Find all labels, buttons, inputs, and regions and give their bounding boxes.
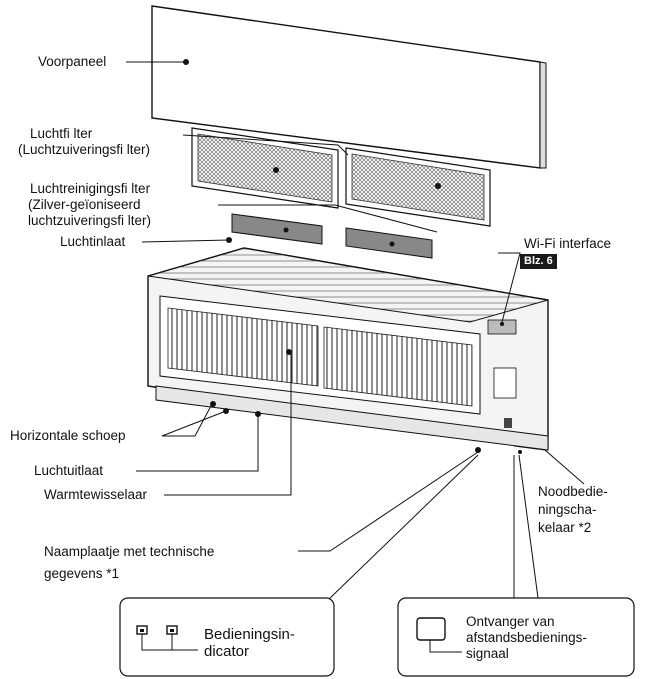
indoor-unit (147, 237, 549, 454)
label-air-filter: Luchtfi lter (30, 126, 93, 141)
label-air-inlet: Luchtinlaat (60, 234, 126, 249)
leader-lines (126, 61, 585, 601)
wifi-page-badge: Blz. 6 (520, 254, 557, 269)
label-cleaning-filter: Luchtreinigingsfi lter (30, 181, 151, 196)
label-cleaning-filter-sub2: luchtzuiveringsfi lter) (28, 213, 152, 228)
front-panel (151, 5, 547, 169)
label-front-panel: Voorpaneel (38, 54, 107, 69)
label-operation-indicator-2: dicator (204, 643, 250, 660)
remote-receiver-callout (397, 597, 635, 677)
label-receiver-2: afstandsbedienings- (466, 630, 587, 645)
air-filter-right (345, 147, 491, 227)
label-emergency-switch-3: kelaar *2 (538, 520, 592, 535)
label-nameplate-1: Naamplaatje met technische (44, 544, 215, 559)
label-cleaning-filter-sub1: (Zilver-geïoniseerd (28, 197, 141, 212)
label-horizontal-vane: Horizontale schoep (10, 428, 126, 443)
cleaning-filter-right (345, 227, 433, 259)
label-air-filter-sub: (Luchtzuiveringsfi lter) (18, 142, 151, 157)
cleaning-filter-left (231, 213, 323, 245)
label-operation-indicator-1: Bedieningsin- (204, 626, 295, 643)
label-emergency-switch-2: ningscha- (538, 502, 597, 517)
label-nameplate-2: gegevens *1 (44, 566, 120, 581)
label-air-outlet: Luchtuitlaat (34, 463, 104, 478)
label-emergency-switch-1: Noodbedie- (538, 484, 608, 499)
label-heat-exchanger: Warmtewisselaar (44, 487, 148, 502)
operation-indicator-callout (119, 597, 335, 677)
label-receiver-3: signaal (466, 646, 509, 661)
air-filter-left (191, 127, 339, 209)
label-receiver-1: Ontvanger van (466, 614, 555, 629)
label-wifi-interface: Wi-Fi interface (524, 236, 612, 251)
